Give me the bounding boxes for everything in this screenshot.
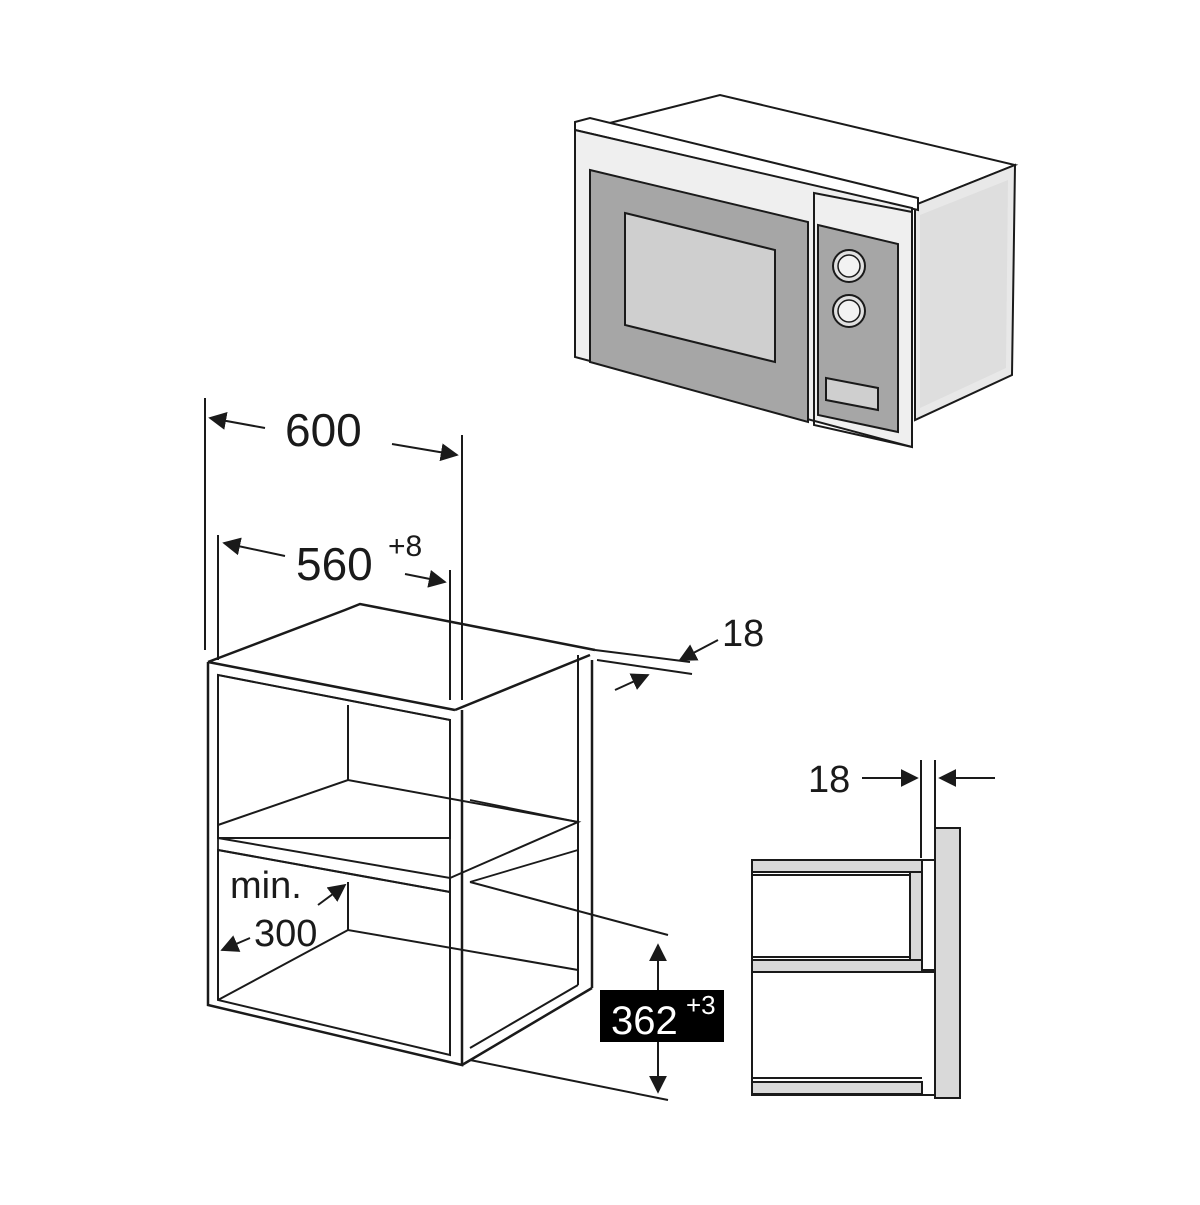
dimension-lines bbox=[204, 398, 719, 1101]
microwave-control-frame bbox=[813, 191, 913, 449]
dim-600-label: 600 bbox=[285, 404, 362, 456]
dim-600-arrow-right bbox=[391, 443, 459, 462]
cabinet-bottom-shelf bbox=[217, 928, 579, 1001]
dim-362-label: 362 bbox=[611, 999, 678, 1043]
dim-18-side-label: 18 bbox=[808, 759, 850, 801]
cabinet-middle-shelf bbox=[217, 778, 582, 880]
dim-300-label: 300 bbox=[254, 913, 317, 955]
dimension-labels: 600 560 +8 18 18 min. 300 362 +3 bbox=[230, 404, 850, 1043]
cabinet-top-edge bbox=[207, 602, 596, 664]
dim-560-arrow-left bbox=[222, 537, 286, 557]
dim-362-tolerance: +3 bbox=[686, 990, 716, 1020]
cabinet-upper-opening bbox=[217, 673, 451, 839]
dim-300-arrow-upper bbox=[317, 883, 347, 906]
dim-600-arrow-left bbox=[208, 412, 266, 430]
dim-560-arrow-right bbox=[404, 569, 447, 588]
dim-min-label: min. bbox=[230, 865, 302, 907]
dim-560-tolerance: +8 bbox=[388, 530, 422, 563]
section-detail bbox=[751, 760, 995, 1099]
microwave-side-shade bbox=[920, 180, 1008, 408]
cabinet-front-frame bbox=[206, 662, 464, 1067]
microwave-display bbox=[825, 376, 879, 412]
section-upper-panel bbox=[751, 859, 936, 971]
section-lower-panel bbox=[751, 971, 936, 1096]
dim-560-label: 560 bbox=[296, 538, 373, 590]
microwave-illustration bbox=[574, 93, 1019, 449]
cabinet-illustration bbox=[206, 602, 596, 1067]
dim-18-top-label: 18 bbox=[722, 613, 764, 655]
microwave-window bbox=[624, 211, 776, 364]
section-wall bbox=[934, 827, 961, 1099]
dim-362-label-bg bbox=[600, 990, 724, 1042]
dim-18-top-arrow-lower bbox=[614, 673, 650, 691]
dim-300-arrow-lower bbox=[220, 935, 251, 952]
dim-18-top-arrow-upper bbox=[678, 639, 719, 661]
microwave-frame-strip bbox=[574, 116, 919, 212]
cabinet-lower-opening bbox=[217, 848, 451, 1057]
